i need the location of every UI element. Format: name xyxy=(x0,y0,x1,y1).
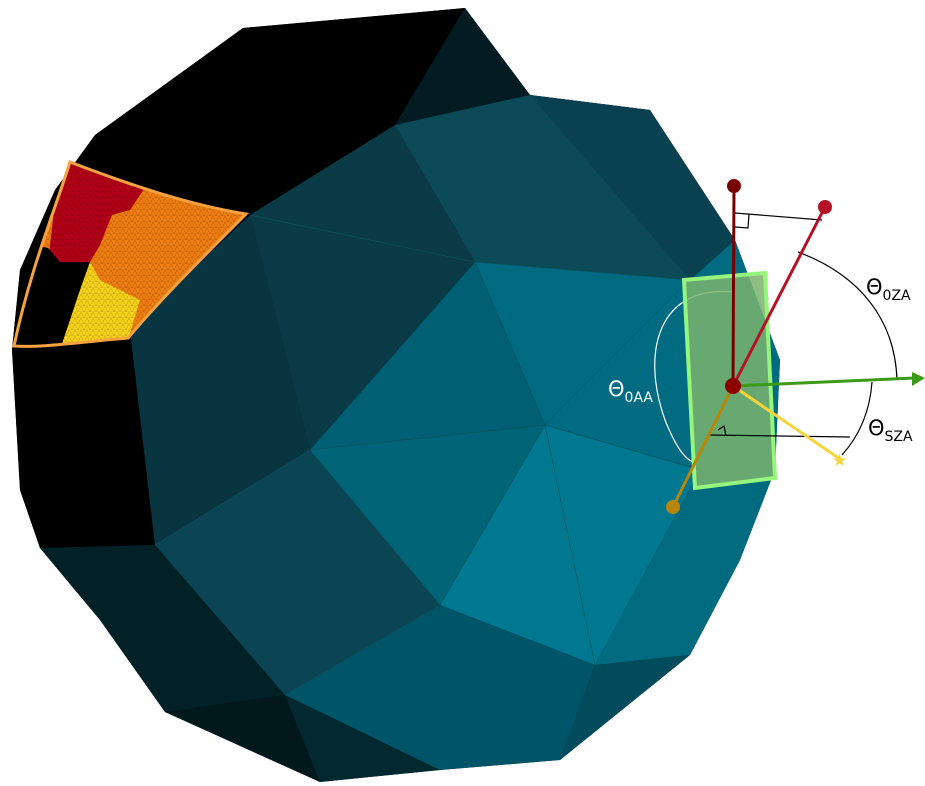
facet xyxy=(560,655,690,760)
horizontal-arrow-head xyxy=(912,372,925,386)
oza-right-angle-mark xyxy=(734,213,750,229)
sza-arc xyxy=(841,381,873,456)
surface-patch xyxy=(12,160,250,348)
oaa-label: Θ0AA xyxy=(608,377,653,406)
facet xyxy=(310,262,545,450)
facet xyxy=(395,8,530,125)
facet xyxy=(310,425,545,605)
sza-right-angle-mark xyxy=(717,425,727,437)
facet xyxy=(285,695,440,782)
facet xyxy=(250,125,475,450)
facet xyxy=(475,262,690,425)
sza-label: ΘSZA xyxy=(868,416,913,445)
observer-direction-line xyxy=(731,206,827,387)
facet xyxy=(155,450,440,695)
azimuth-direction-end xyxy=(666,500,680,514)
patch-outline xyxy=(12,160,250,348)
sza-perpendicular xyxy=(709,434,851,438)
sun-direction-line xyxy=(732,384,841,461)
sun-star-icon: ★ xyxy=(832,451,847,471)
oza-arc xyxy=(797,251,898,381)
facet xyxy=(530,95,735,280)
facet xyxy=(595,470,775,665)
facet-center-point xyxy=(725,378,741,394)
facet xyxy=(95,8,465,215)
facet xyxy=(40,545,285,712)
observer-direction-end xyxy=(818,200,832,214)
oza-label: Θ0ZA xyxy=(866,275,911,304)
facet xyxy=(130,215,310,545)
facet xyxy=(165,695,320,782)
faceted-sphere xyxy=(12,8,780,782)
zenith-normal-line xyxy=(731,185,736,387)
zenith-normal-end xyxy=(727,179,741,193)
facet xyxy=(12,330,155,548)
horizontal-direction-line xyxy=(732,376,916,388)
azimuth-direction-line xyxy=(671,385,735,508)
vectors: ★ xyxy=(666,179,925,514)
facet xyxy=(285,605,595,770)
helper-lines xyxy=(709,212,851,438)
